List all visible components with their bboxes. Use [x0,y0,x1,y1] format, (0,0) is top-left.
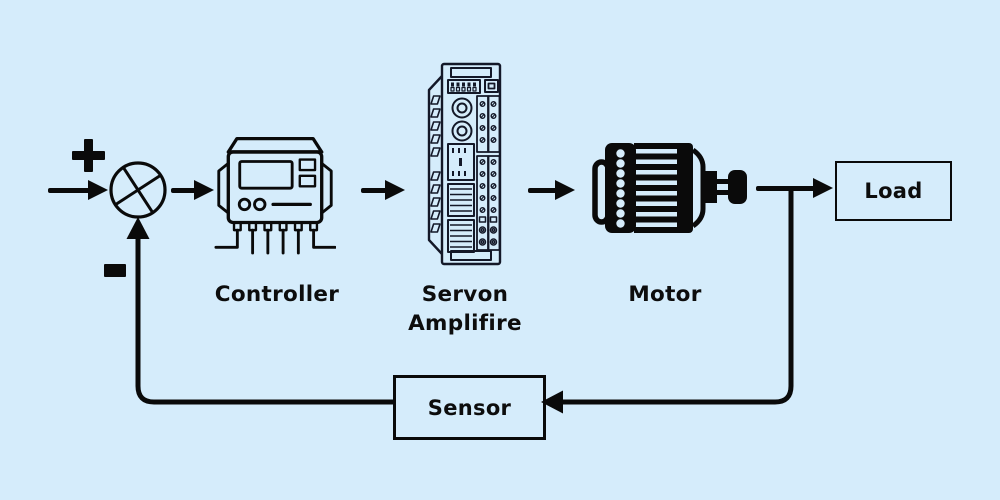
motor-right-block [677,143,693,233]
minus-sign-icon [104,264,126,277]
controller-device-icon [214,136,336,255]
arrow-head [126,217,150,239]
arrow-motor-to-load [756,177,833,199]
plus-sign-icon [72,139,105,172]
motor-label: Motor [628,282,702,307]
servo-amplifier-module-icon [427,62,502,266]
sensor-label: Sensor [427,395,512,420]
servo-button [484,79,499,93]
controller-label: Controller [214,282,340,307]
servo-grille [447,219,475,253]
sensor-block: Sensor [393,375,546,440]
arrow-servo-to-motor [528,179,575,201]
servo-grille [447,183,475,217]
arrow-shaft [171,187,196,193]
motor-fins [634,143,686,233]
arrow-shaft [361,187,387,193]
motor-shaft [717,190,729,195]
servo-dip-block [447,79,481,94]
controller-display [238,160,294,190]
motor-end-bell [691,147,706,229]
servo-knob [451,97,473,119]
motor-coupling [728,170,747,204]
controller-body [226,150,324,225]
arrow-head [555,179,575,200]
servo-dip-switches [451,82,476,87]
controller-right-tab [320,161,333,215]
motor-flange [605,143,636,233]
load-block: Load [835,161,952,221]
arrow-shaft [48,187,90,193]
summing-junction-icon [109,161,167,219]
servo-connector-panel [447,143,475,181]
plus-sign-vbar [84,139,93,172]
controller-top [226,136,324,154]
controller-wires [214,228,336,255]
arrow-head [813,177,833,198]
electric-motor-icon [592,143,747,233]
arrow-head [88,179,108,200]
arrow-head [385,179,405,200]
motor-bolt-holes [616,149,625,228]
servo-label-line1: Servon [421,282,509,307]
load-label: Load [864,179,923,203]
arrow-shaft [528,187,557,193]
arrow-shaft [756,185,815,191]
servo-terminal-strips [476,95,501,251]
servo-side-panel [427,75,443,255]
input-arrow [48,179,108,201]
arrow-sum-to-controller [171,179,214,201]
motor-shaft [717,179,729,184]
motor-shaft-step [705,171,717,203]
servo-knob [451,120,473,142]
servo-amplifier-label: Servon Amplifire [380,281,550,338]
controller-left-tab [217,161,230,215]
servo-label-line2: Amplifire [408,310,522,336]
arrow-controller-to-servo [361,179,405,201]
servo-vents [430,95,441,233]
arrow-head [194,179,214,200]
